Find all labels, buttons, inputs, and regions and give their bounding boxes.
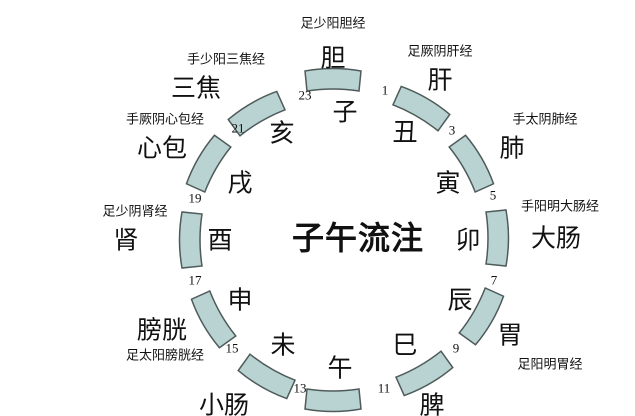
earthly-branch-label: 巳 <box>392 330 418 360</box>
hour-segment-巳 <box>394 350 454 397</box>
hour-label: 11 <box>377 380 391 396</box>
organ-label: 胃 <box>497 320 523 350</box>
organ-label: 心包 <box>136 133 188 163</box>
hour-segment-亥 <box>227 90 287 137</box>
earthly-branch-label: 丑 <box>392 117 418 147</box>
earthly-branch-label: 申 <box>227 285 253 315</box>
hour-label: 1 <box>381 82 389 98</box>
hour-label: 17 <box>188 272 202 288</box>
organ-label: 三焦 <box>170 73 222 103</box>
diagram-title: 子午流注 <box>291 219 425 257</box>
earthly-branch-label: 子 <box>332 97 358 127</box>
hour-label: 13 <box>293 380 307 396</box>
hour-label: 7 <box>490 272 498 288</box>
meridian-label: 足少阴肾经 <box>102 204 168 220</box>
hour-label: 3 <box>448 122 456 138</box>
earthly-branch-label: 亥 <box>269 118 295 148</box>
earthly-branch-label: 酉 <box>207 225 233 255</box>
organ-label: 肝 <box>427 65 453 95</box>
meridian-label: 足少阳胆经 <box>300 16 366 32</box>
hour-segment-午 <box>304 388 362 413</box>
hour-segment-戌 <box>185 134 232 194</box>
earthly-branch-label: 寅 <box>435 168 461 198</box>
earthly-branch-label: 辰 <box>447 285 473 315</box>
meridian-label: 手阳明大肠经 <box>520 199 600 215</box>
organ-label: 大肠 <box>530 223 582 253</box>
hour-segment-申 <box>190 289 237 349</box>
earthly-branch-label: 卯 <box>455 225 481 255</box>
hour-label: 9 <box>452 340 460 356</box>
organ-label: 肺 <box>499 133 525 163</box>
organ-label: 脾 <box>419 390 445 416</box>
hour-label: 23 <box>298 87 312 103</box>
hour-segment-辰 <box>458 286 505 346</box>
meridian-label: 手厥阴心包经 <box>125 112 205 128</box>
hour-segment-卯 <box>485 209 510 267</box>
earthly-branch-label: 戌 <box>227 168 253 198</box>
organ-label: 小肠 <box>198 390 250 416</box>
hour-segment-未 <box>237 353 297 400</box>
meridian-label: 手少阳三焦经 <box>186 52 266 68</box>
meridian-label: 足阳明胃经 <box>517 357 583 373</box>
meridian-label: 手太阴肺经 <box>512 112 578 128</box>
earthly-branch-label: 午 <box>327 353 353 383</box>
meridian-label: 足厥阴肝经 <box>407 44 473 60</box>
hour-segment-寅 <box>448 134 495 194</box>
organ-label: 胆 <box>320 43 346 73</box>
hour-label: 15 <box>225 340 239 356</box>
hour-label: 5 <box>489 187 497 203</box>
hour-segment-酉 <box>178 211 203 269</box>
meridian-label: 足太阳膀胱经 <box>125 348 205 364</box>
earthly-branch-label: 未 <box>270 330 296 360</box>
hour-label: 19 <box>188 190 202 206</box>
organ-label: 膀胱 <box>136 315 188 345</box>
organ-label: 肾 <box>113 225 139 255</box>
hour-label: 21 <box>231 120 245 136</box>
hour-segment-子 <box>304 67 362 92</box>
hour-segment-丑 <box>391 85 451 132</box>
